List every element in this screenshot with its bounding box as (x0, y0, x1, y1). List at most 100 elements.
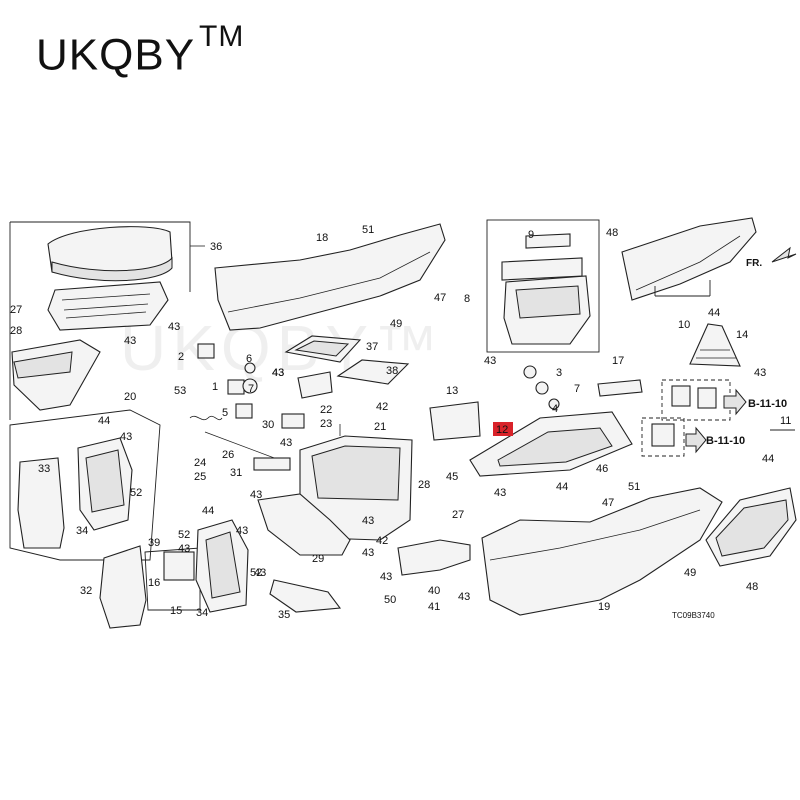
panel-34-lower-frame (205, 531, 241, 599)
callout-13: 13 (446, 385, 458, 397)
callout-50: 50 (384, 594, 396, 606)
callout-37: 37 (366, 341, 378, 353)
group-box-20 (9, 409, 161, 561)
switch-2 (197, 343, 215, 359)
callout-43-n: 43 (458, 591, 470, 603)
callout-16: 16 (148, 577, 160, 589)
callout-5: 5 (222, 407, 228, 419)
callout-15: 15 (170, 605, 182, 617)
callout-21: 21 (374, 421, 386, 433)
console-body-21-inner (311, 445, 401, 501)
tray-17 (597, 379, 643, 397)
callout-10: 10 (678, 319, 690, 331)
lamp-5 (235, 403, 253, 419)
ref-label-1: B-11-10 (748, 398, 787, 410)
callout-25: 25 (194, 471, 206, 483)
callout-4: 4 (552, 403, 558, 415)
callout-43-i: 43 (754, 367, 766, 379)
callout-51-a: 51 (362, 224, 374, 236)
callout-14: 14 (736, 329, 748, 341)
callout-44-d: 44 (556, 481, 568, 493)
callout-43-f: 43 (272, 367, 284, 379)
callout-33: 33 (38, 463, 50, 475)
callout-52-a: 52 (130, 487, 142, 499)
armrest-11-pad (715, 499, 789, 557)
callout-labels: 36 27 28 43 43 2 6 43 1 7 53 20 5 44 43 … (10, 224, 791, 621)
group-dashed-switches (661, 379, 731, 421)
callout-41: 41 (428, 601, 440, 613)
callout-43-g: 43 (280, 437, 292, 449)
armrest-hinge-cover (13, 351, 73, 379)
bracket-40 (397, 539, 471, 576)
callout-53: 53 (174, 385, 186, 397)
direction-label: FR. (746, 258, 762, 269)
callout-48-b: 48 (746, 581, 758, 593)
callout-2: 2 (178, 351, 184, 363)
callout-17: 17 (612, 355, 624, 367)
callout-27-b: 27 (452, 509, 464, 521)
stay-35 (269, 579, 342, 613)
callout-43-a: 43 (168, 321, 180, 333)
garnish-edge (227, 251, 431, 313)
callout-3: 3 (556, 367, 562, 379)
callout-49-b: 49 (684, 567, 696, 579)
callout-19: 19 (598, 601, 610, 613)
callout-35: 35 (278, 609, 290, 621)
callout-23: 23 (320, 418, 332, 430)
callout-43-h: 43 (484, 355, 496, 367)
callout-51-b: 51 (628, 481, 640, 493)
panel-34-upper-frame (85, 449, 125, 513)
callout-43-q: 43 (254, 567, 266, 579)
front-arrow-icon (771, 246, 797, 263)
callout-47-a: 47 (434, 292, 446, 304)
callout-26: 26 (222, 449, 234, 461)
ref-label-2: B-11-10 (706, 435, 745, 447)
callout-31: 31 (230, 467, 242, 479)
cable-26 (204, 431, 286, 463)
panel-13 (429, 401, 481, 441)
callout-46: 46 (596, 463, 608, 475)
callout-43-c: 43 (272, 367, 284, 379)
callout-43-l: 43 (362, 547, 374, 559)
callout-43-b: 43 (124, 335, 136, 347)
switch-b (697, 387, 717, 409)
callout-24: 24 (194, 457, 206, 469)
frame-bracket (257, 493, 351, 556)
callout-11: 11 (780, 415, 791, 427)
callout-8: 8 (464, 293, 470, 305)
cover-9-top (525, 233, 571, 249)
armrest-ribs (61, 293, 151, 319)
callout-32: 32 (80, 585, 92, 597)
panel-33 (17, 457, 65, 549)
armrest-base (47, 281, 169, 331)
bracket-10 (654, 280, 711, 297)
armrest-lid-edge (51, 256, 173, 282)
callout-44-b: 44 (708, 307, 720, 319)
latch-31 (253, 457, 291, 471)
callout-42-a: 42 (376, 401, 388, 413)
callout-30: 30 (262, 419, 274, 431)
callout-38: 38 (386, 365, 398, 377)
callout-44-a: 44 (98, 415, 110, 427)
switch-panel-39 (163, 551, 195, 581)
ring-7 (242, 378, 258, 394)
mat-38 (336, 359, 410, 385)
group-bracket-36 (10, 221, 191, 292)
callout-44-c: 44 (762, 453, 774, 465)
clip-6 (244, 362, 256, 374)
callout-42-b: 42 (376, 535, 388, 547)
bracket-30 (281, 413, 305, 429)
callout-18: 18 (316, 232, 328, 244)
callout-36: 36 (210, 241, 222, 253)
callout-7-b: 7 (574, 383, 580, 395)
group-box-39 (144, 547, 201, 611)
callout-27: 27 (10, 304, 22, 316)
group-box-8 (486, 219, 600, 353)
switch-c (651, 423, 675, 447)
panel-32 (99, 545, 147, 629)
callout-43-m: 43 (380, 571, 392, 583)
callout-12: 12 (496, 424, 508, 436)
callout-7-a: 7 (248, 383, 254, 395)
callout-39: 39 (148, 537, 160, 549)
